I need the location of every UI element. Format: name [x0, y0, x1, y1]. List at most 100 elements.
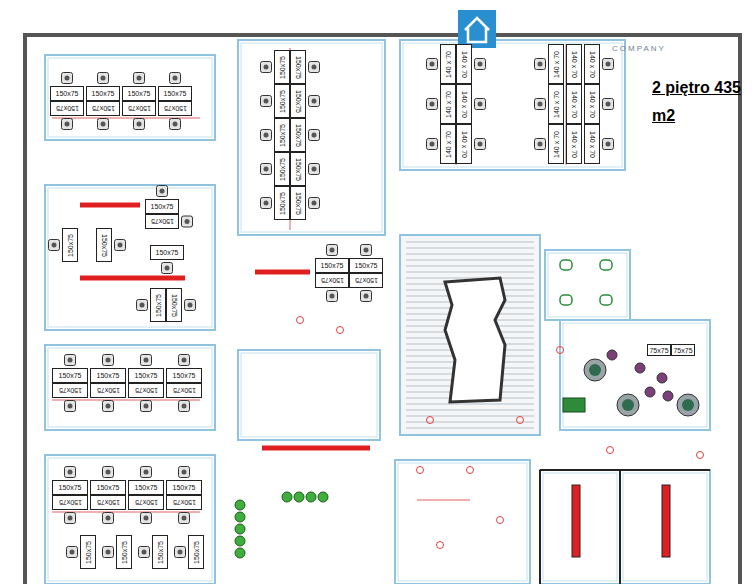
- chair-base: [430, 62, 435, 67]
- desk: 150x75: [150, 245, 184, 260]
- office-chair: [427, 139, 438, 150]
- chair-seat: [179, 513, 190, 524]
- desk: 140 x 70: [566, 44, 582, 84]
- chair-seat: [103, 355, 114, 366]
- chair-seat: [62, 73, 73, 84]
- office-chair: [261, 164, 272, 175]
- desk: 140 x 70: [440, 44, 456, 84]
- chair-base: [144, 358, 149, 363]
- chair-base: [173, 122, 178, 127]
- chair-base: [52, 243, 57, 248]
- room-wall-inner: [563, 323, 707, 427]
- office-chair: [162, 263, 173, 274]
- desk: 150x75: [166, 368, 202, 383]
- chair-base: [68, 404, 73, 409]
- chair-base: [68, 516, 73, 521]
- office-chair: [62, 119, 73, 130]
- office-chair: [603, 59, 614, 70]
- whiteboard-bar: [255, 270, 310, 275]
- desk-size: 150x75: [155, 294, 162, 317]
- desk: 150x75: [166, 495, 202, 510]
- room-wall-inner: [623, 473, 707, 581]
- desk-size: 140 x 70: [445, 51, 452, 78]
- room-wall-inner: [48, 348, 212, 427]
- chair-base: [182, 404, 187, 409]
- office-chair: [103, 467, 114, 478]
- chair-seat: [361, 291, 372, 302]
- desk: 150x75: [90, 383, 126, 398]
- chair-base: [68, 470, 73, 475]
- office-chair: [141, 355, 152, 366]
- desk-size: 140 x 70: [553, 91, 560, 118]
- desk-size: 150x75: [279, 124, 286, 147]
- chair-seat: [261, 198, 272, 209]
- outer-wall: [25, 35, 740, 584]
- desk: 140 x 70: [566, 84, 582, 124]
- desk-size: 150x75: [135, 484, 158, 491]
- chair-base: [264, 65, 269, 70]
- chair-seat: [67, 547, 78, 558]
- desk: 150x75: [274, 152, 290, 186]
- chair-seat: [134, 119, 145, 130]
- room-wall: [238, 350, 380, 440]
- desk-size: 150x75: [173, 484, 196, 491]
- light-fixture: [467, 467, 474, 474]
- light-fixture: [337, 327, 344, 334]
- chair-seat: [603, 99, 614, 110]
- desk-size: 150x75: [321, 262, 344, 269]
- desk: 150x75: [166, 480, 202, 495]
- desk-size: 150x75: [279, 192, 286, 215]
- chair-seat: [261, 130, 272, 141]
- desk: 150x75: [152, 535, 168, 569]
- office-chair: [261, 130, 272, 141]
- desk: 75x75: [671, 344, 695, 356]
- chair-seat: [62, 119, 73, 130]
- office-chair: [327, 245, 338, 256]
- chair-base: [70, 550, 75, 555]
- chair-seat: [475, 139, 486, 150]
- office-chair: [309, 198, 320, 209]
- desk: 150x75: [315, 258, 349, 273]
- office-chair: [67, 547, 78, 558]
- light-fixture: [697, 452, 704, 459]
- desk: 140 x 70: [584, 44, 600, 84]
- chair-base: [606, 62, 611, 67]
- chair-base: [178, 550, 183, 555]
- desk: 150x75: [96, 228, 112, 262]
- desk-size: 150x75: [92, 105, 115, 112]
- chair-seat: [162, 263, 173, 274]
- logo-mark: [458, 10, 496, 48]
- chair-base: [264, 167, 269, 172]
- round-table: [617, 394, 639, 416]
- chair-seat: [179, 355, 190, 366]
- light-fixture: [297, 317, 304, 324]
- chair-base: [364, 294, 369, 299]
- chair-base: [312, 133, 317, 138]
- office-chair: [309, 130, 320, 141]
- chair-base: [606, 142, 611, 147]
- chair-seat: [134, 73, 145, 84]
- office-chair: [361, 291, 372, 302]
- office-chair: [65, 401, 76, 412]
- desk-size: 140 x 70: [589, 131, 596, 158]
- room-wall: [545, 250, 630, 320]
- plant: [235, 548, 245, 558]
- chair-seat: [179, 401, 190, 412]
- desk-size: 150x75: [295, 124, 302, 147]
- plant-box: [563, 398, 585, 412]
- desk: 140 x 70: [584, 124, 600, 164]
- office-chair: [62, 73, 73, 84]
- desk: 150x75: [349, 273, 383, 288]
- room-wall: [45, 455, 215, 584]
- light-fixture: [607, 447, 614, 454]
- office-chair: [139, 547, 150, 558]
- desk-size: 75x75: [649, 347, 668, 354]
- chair-base: [478, 102, 483, 107]
- desk-size: 140 x 70: [589, 91, 596, 118]
- chair-base: [312, 201, 317, 206]
- chair-seat: [535, 59, 546, 70]
- desk: 140 x 70: [456, 124, 472, 164]
- office-chair: [475, 139, 486, 150]
- office-chair: [603, 99, 614, 110]
- room-wall-inner: [48, 458, 212, 581]
